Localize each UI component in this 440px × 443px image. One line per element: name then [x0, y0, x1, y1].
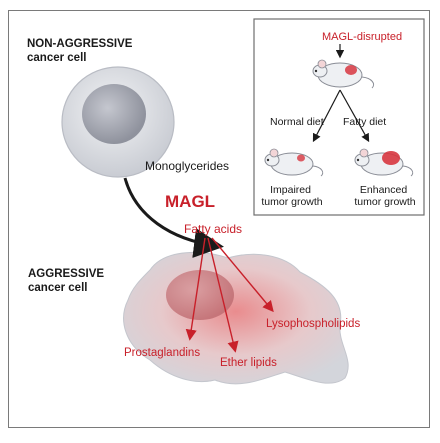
- normal-diet-label: Normal diet: [270, 116, 324, 128]
- conversion-arrow: [123, 177, 224, 258]
- aggressive-cell: [123, 251, 349, 385]
- lysophospholipids-label: Lysophospholipids: [266, 318, 360, 330]
- mouse-normal-diet-icon: [264, 148, 324, 177]
- figure-frame: [8, 10, 430, 428]
- mouse-top-icon: [312, 59, 375, 89]
- mouse-fatty-diet-icon: [354, 148, 414, 177]
- non-aggressive-label: NON-AGGRESSIVE cancer cell: [27, 38, 136, 64]
- fatty-diet-branch: [339, 89, 370, 143]
- prostaglandins-label: Prostaglandins: [124, 347, 200, 359]
- non-aggressive-nucleus: [82, 84, 146, 144]
- impaired-growth-label: Impaired tumor growth: [261, 184, 322, 208]
- fatty-diet-label: Fatty diet: [343, 116, 386, 128]
- aggressive-nucleus: [166, 270, 234, 320]
- ether-lipids-label: Ether lipids: [220, 357, 277, 369]
- enhanced-growth-label: Enhanced tumor growth: [354, 184, 415, 208]
- aggressive-label: AGGRESSIVE cancer cell: [28, 268, 107, 294]
- product-label: Fatty acids: [184, 222, 242, 236]
- normal-diet-branch: [312, 89, 341, 143]
- enzyme-label: MAGL: [165, 192, 215, 211]
- lipid-arrows: [185, 237, 274, 353]
- substrate-label: Monoglycerides: [145, 159, 229, 173]
- inset-title: MAGL-disrupted: [322, 31, 402, 43]
- non-aggressive-cell: [61, 66, 175, 178]
